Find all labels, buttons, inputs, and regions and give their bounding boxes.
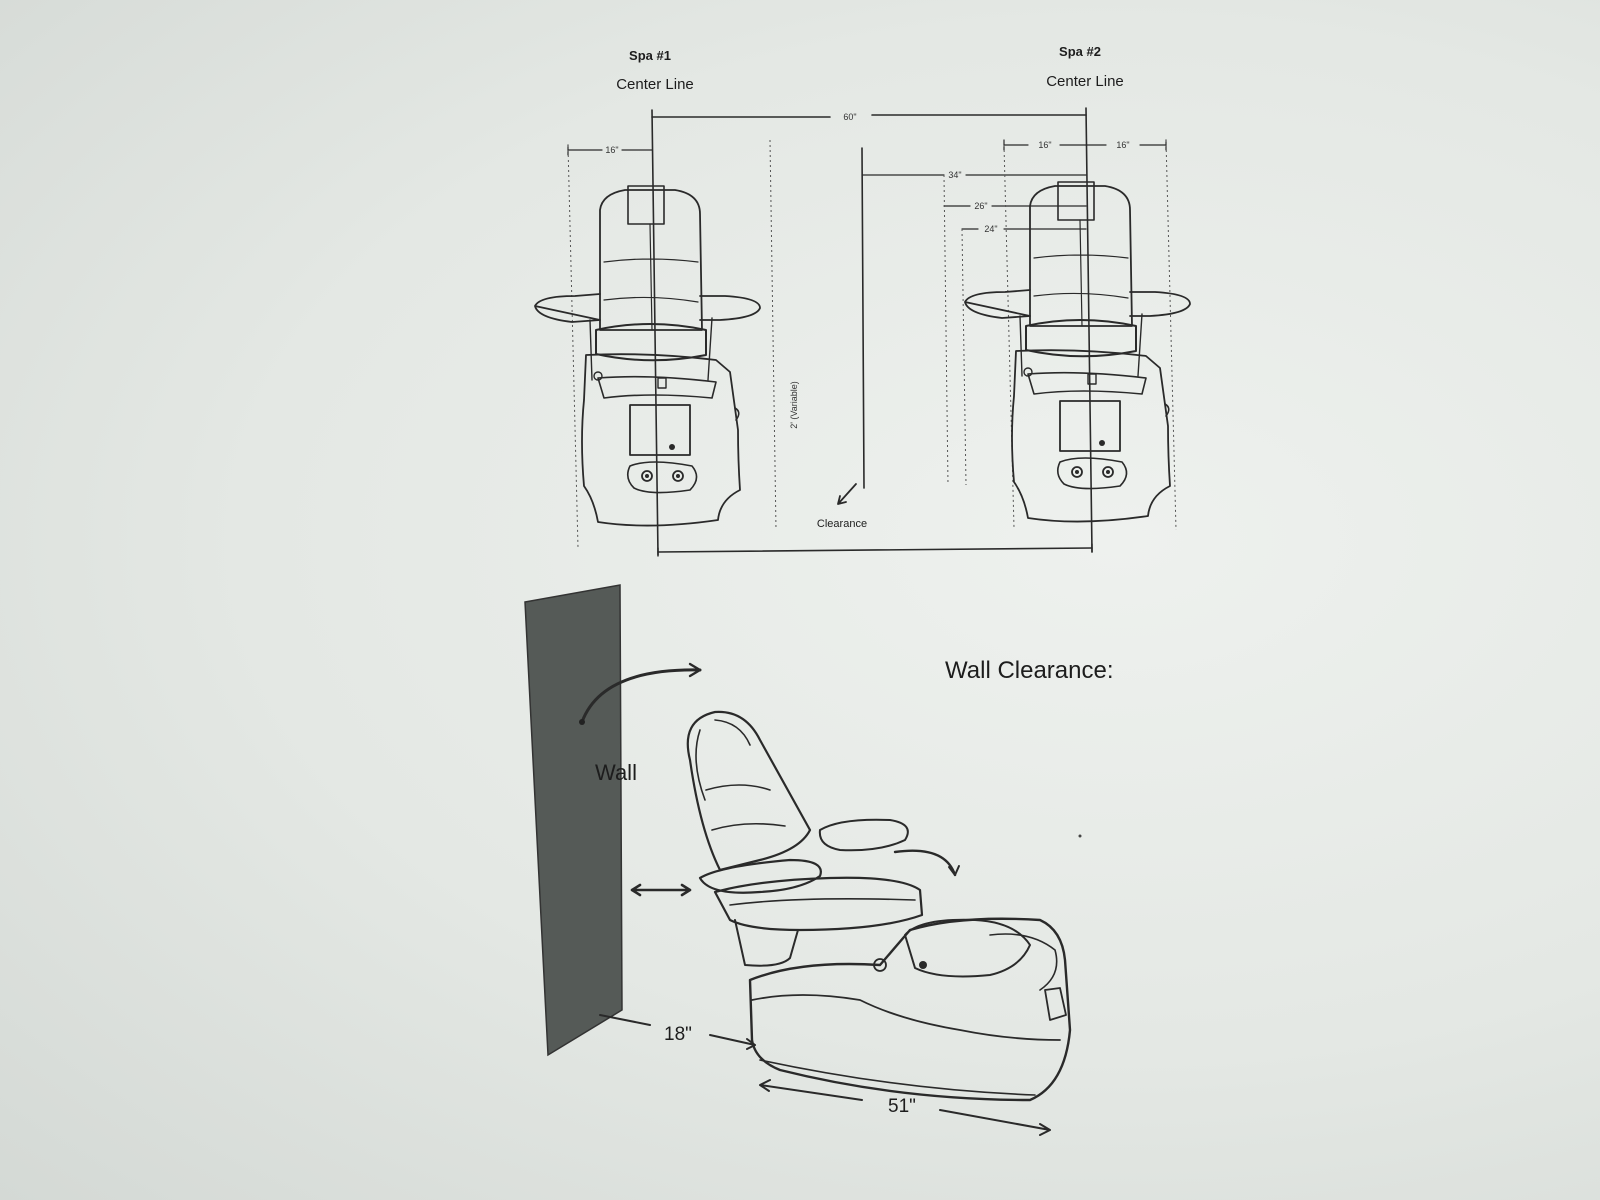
spa2-right-dim-text: 16" [1116,140,1129,150]
wall-clearance-view: Wall Clearance: Wall 18" 51" [524,584,1114,1136]
wall-gap-arrow [630,883,692,897]
vertical-variable-dim-text: 2' (Variable) [789,381,799,429]
dim-34-text: 34" [948,170,961,180]
clearance-vertical-line [861,147,865,489]
back-dimension-text: 18" [664,1024,692,1045]
clearance-label: Clearance [817,518,867,530]
clearance-arrow [837,483,857,505]
spa2-label: Spa #2 [1059,44,1101,59]
armrest-swing-arrow [893,849,957,877]
spa2-depth-dimensions: 34" 26" 24" [861,170,1087,234]
spa2-center-line-label: Center Line [1046,73,1124,90]
wall-clearance-title: Wall Clearance: [945,657,1114,684]
spa2-chair-top-view [964,181,1191,523]
spa1-chair-top-view [534,185,761,527]
wall-label: Wall [595,760,637,785]
spa-chair-perspective [686,710,1072,1102]
back-dimension-line [599,1014,756,1050]
recline-arc-arrow [580,668,702,724]
spa1-center-line [651,109,659,556]
spa1-half-width-dimension: 16" [567,144,653,156]
spa1-half-dim-text: 16" [605,145,618,155]
wall-panel [524,584,623,1057]
length-dimension-text: 51" [888,1096,916,1117]
spacing-dimension: 60" [651,112,1087,122]
spa1-center-line-label: Center Line [616,76,694,93]
spa2-left-dim-text: 16" [1038,140,1051,150]
dim-24-text: 24" [984,224,997,234]
dim-26-text: 26" [974,201,987,211]
spa2-center-line [1085,107,1093,553]
bottom-dimension-line [657,547,1093,553]
length-dimension-line [759,1079,1051,1136]
top-plan-view: Spa #1 Center Line Spa #2 Center Line 60… [534,44,1191,557]
spa1-label: Spa #1 [629,48,671,63]
dotted-extension-lines [567,139,1177,549]
spacing-dim-text: 60" [843,112,856,122]
spa2-width-dimensions: 16" 16" [1003,139,1167,151]
